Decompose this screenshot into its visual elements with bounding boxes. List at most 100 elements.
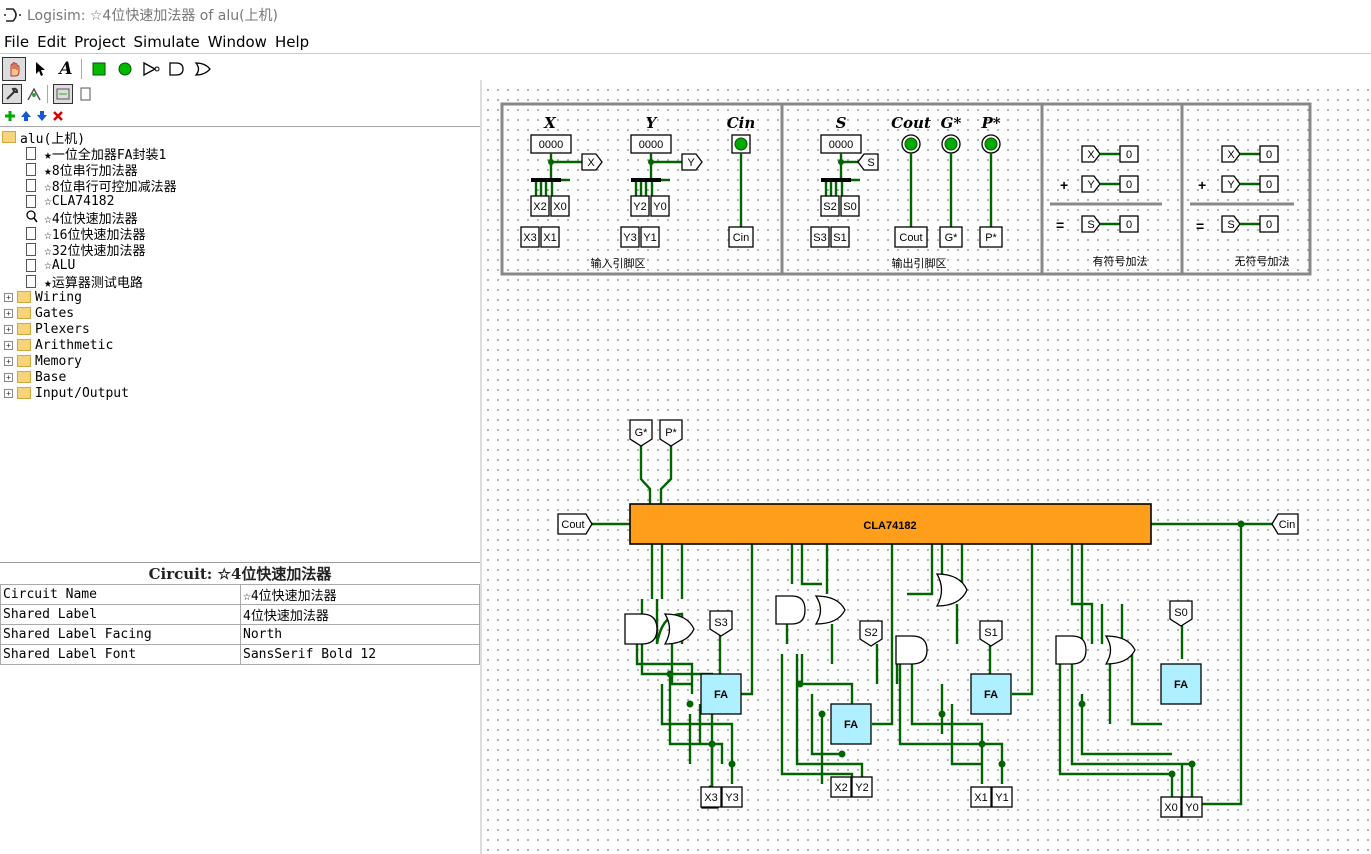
p-tunnel	[979, 226, 1003, 248]
expand-icon[interactable]: +	[4, 324, 13, 334]
and-gate-icon[interactable]	[165, 57, 189, 81]
menu-file[interactable]: File	[4, 33, 30, 51]
folder-icon	[17, 355, 31, 367]
svg-text:0: 0	[1266, 179, 1272, 191]
poke-hand-icon[interactable]	[2, 57, 26, 81]
g-star-tunnel-label: G*	[635, 427, 649, 439]
output-section-title: 输出引脚区	[892, 256, 947, 270]
y3-tunnel	[620, 226, 640, 248]
or-gate[interactable]	[1104, 635, 1136, 665]
y-pin-value: 0000	[639, 139, 663, 151]
tree-library[interactable]: +Memory	[4, 353, 82, 369]
expand-icon[interactable]: +	[4, 292, 13, 302]
menu-edit[interactable]: Edit	[37, 33, 67, 51]
layout-editor-icon[interactable]	[53, 84, 73, 104]
attribute-value[interactable]: North	[240, 624, 480, 645]
and-gate[interactable]	[624, 613, 658, 645]
appearance-editor-icon[interactable]	[75, 84, 95, 104]
tree-project[interactable]: alu(上机)	[2, 129, 85, 147]
input-pin-icon[interactable]	[87, 57, 111, 81]
tree-library[interactable]: +Arithmetic	[4, 337, 113, 353]
expand-icon[interactable]: +	[4, 388, 13, 398]
s2-tunnel	[820, 195, 840, 217]
tree-library-label: Plexers	[35, 321, 90, 337]
tree-library[interactable]: +Input/Output	[4, 385, 129, 401]
circuit-icon	[26, 274, 36, 288]
folder-icon	[17, 387, 31, 399]
or-gate[interactable]	[814, 595, 846, 625]
expand-icon[interactable]: +	[4, 340, 13, 350]
select-arrow-icon[interactable]	[28, 57, 52, 81]
attribute-value[interactable]: ☆4位快速加法器	[240, 584, 480, 605]
or-gate[interactable]	[663, 613, 695, 645]
full-adder-3[interactable]	[700, 673, 742, 715]
full-adder-1[interactable]	[970, 673, 1012, 715]
panel-splitter[interactable]	[480, 80, 482, 854]
s0-tunnel-label: S0	[843, 201, 856, 213]
expand-icon[interactable]: +	[4, 372, 13, 382]
tree-circuit-current[interactable]: ☆4位快速加法器	[26, 209, 138, 227]
move-up-icon[interactable]	[20, 110, 32, 122]
tree-circuit[interactable]: ★运算器测试电路	[26, 273, 143, 291]
not-gate-icon[interactable]	[139, 57, 163, 81]
tree-library[interactable]: + Plexers	[4, 321, 90, 337]
attribute-value[interactable]: 4位快速加法器	[240, 604, 480, 625]
full-adder-2[interactable]	[830, 703, 872, 745]
expand-icon[interactable]: +	[4, 308, 13, 318]
add-circuit-icon[interactable]	[4, 110, 16, 122]
circuit-icon	[26, 178, 36, 192]
circuit-canvas[interactable]: .w { stroke:#006400; stroke-width:2.4; f…	[482, 84, 1371, 854]
x0-tunnel-label: X0	[553, 201, 566, 213]
tree-library[interactable]: +Base	[4, 369, 66, 385]
cla74182-block[interactable]	[629, 503, 1152, 545]
s2-out-label: S2	[864, 627, 877, 639]
p-star-tunnel-label: P*	[665, 427, 677, 439]
menu-help[interactable]: Help	[274, 33, 310, 51]
tree-circuit-label: ★8位串行加法器	[44, 163, 138, 179]
expand-icon[interactable]: +	[4, 356, 13, 366]
s-pin-value: 0000	[829, 139, 853, 151]
tree-library[interactable]: +Gates	[4, 305, 74, 321]
output-pin-icon[interactable]	[113, 57, 137, 81]
tree-circuit-label: ☆32位快速加法器	[44, 243, 146, 259]
and-gate[interactable]	[1055, 635, 1087, 665]
y1-tunnel	[640, 226, 660, 248]
move-down-icon[interactable]	[36, 110, 48, 122]
attribute-value[interactable]: SansSerif Bold 12	[240, 644, 480, 665]
menu-simulate[interactable]: Simulate	[133, 33, 200, 51]
x-pin-label: X	[543, 114, 557, 132]
and-gate[interactable]	[775, 595, 806, 625]
or-gate-icon[interactable]	[191, 57, 215, 81]
tree-circuit[interactable]: ★一位全加器FA封装1	[26, 145, 166, 163]
tree-circuit[interactable]: ☆32位快速加法器	[26, 241, 146, 259]
full-adder-label: FA	[1174, 679, 1188, 691]
tree-circuit[interactable]: ☆CLA74182	[26, 193, 114, 209]
tree-circuit[interactable]: ☆8位串行可控加减法器	[26, 177, 177, 195]
simulate-tree-icon[interactable]	[24, 84, 44, 104]
menu-project[interactable]: Project	[74, 33, 126, 51]
svg-text:+: +	[1198, 177, 1206, 193]
attribute-key: Shared Label	[0, 604, 241, 625]
attribute-row[interactable]: Circuit Name☆4位快速加法器	[0, 584, 480, 605]
toolbar-divider	[47, 85, 48, 103]
text-tool-icon[interactable]: A	[59, 59, 73, 79]
full-adder-0[interactable]	[1160, 663, 1202, 705]
g-star-tunnel	[629, 419, 653, 447]
svg-text:X1: X1	[974, 792, 987, 804]
or-gate[interactable]	[935, 573, 968, 607]
wire-junctions	[666, 670, 1196, 778]
tree-library[interactable]: +Wiring	[4, 289, 82, 305]
cin-side-tunnel-label: Cin	[1279, 519, 1296, 531]
magnifier-icon	[26, 210, 38, 223]
tree-circuit[interactable]: ☆ALU	[26, 257, 75, 273]
menu-window[interactable]: Window	[207, 33, 267, 51]
wrench-icon[interactable]	[2, 84, 22, 104]
and-gate[interactable]	[895, 635, 928, 665]
tree-circuit[interactable]: ☆16位快速加法器	[26, 225, 145, 243]
tree-circuit[interactable]: ★8位串行加法器	[26, 161, 138, 179]
delete-circuit-icon[interactable]	[52, 110, 64, 122]
menu-bar: File Edit Project Simulate Window Help	[0, 30, 1371, 54]
